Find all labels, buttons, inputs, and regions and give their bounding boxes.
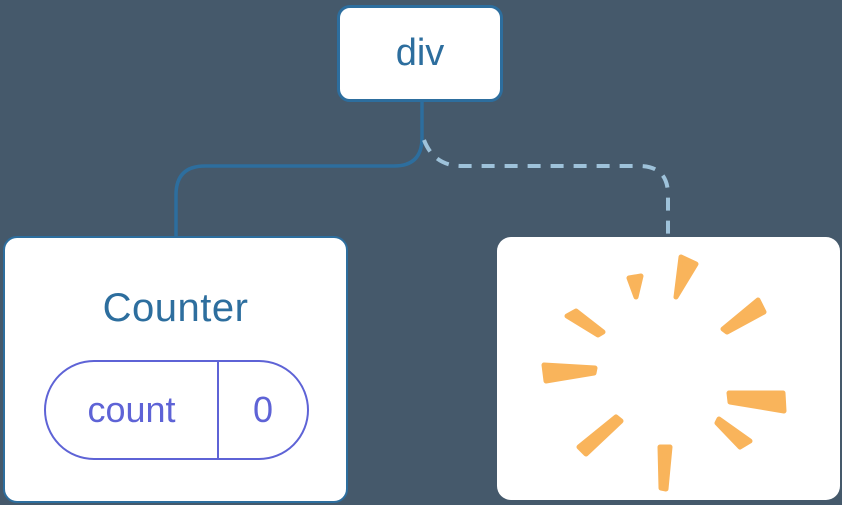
counter-card-title: Counter bbox=[102, 286, 249, 330]
counter-component-card: Counter count 0 bbox=[3, 236, 348, 503]
poof-burst-icon bbox=[541, 254, 787, 492]
tree-node-div-label: div bbox=[395, 32, 445, 74]
dashed-connector-line bbox=[422, 139, 670, 238]
removed-component-card bbox=[497, 237, 840, 500]
state-pill-value: 0 bbox=[252, 389, 274, 430]
state-pill: count 0 bbox=[44, 360, 309, 460]
solid-connector-line bbox=[174, 101, 424, 237]
tree-node-div: div bbox=[337, 5, 503, 102]
state-pill-key: count bbox=[46, 362, 219, 458]
